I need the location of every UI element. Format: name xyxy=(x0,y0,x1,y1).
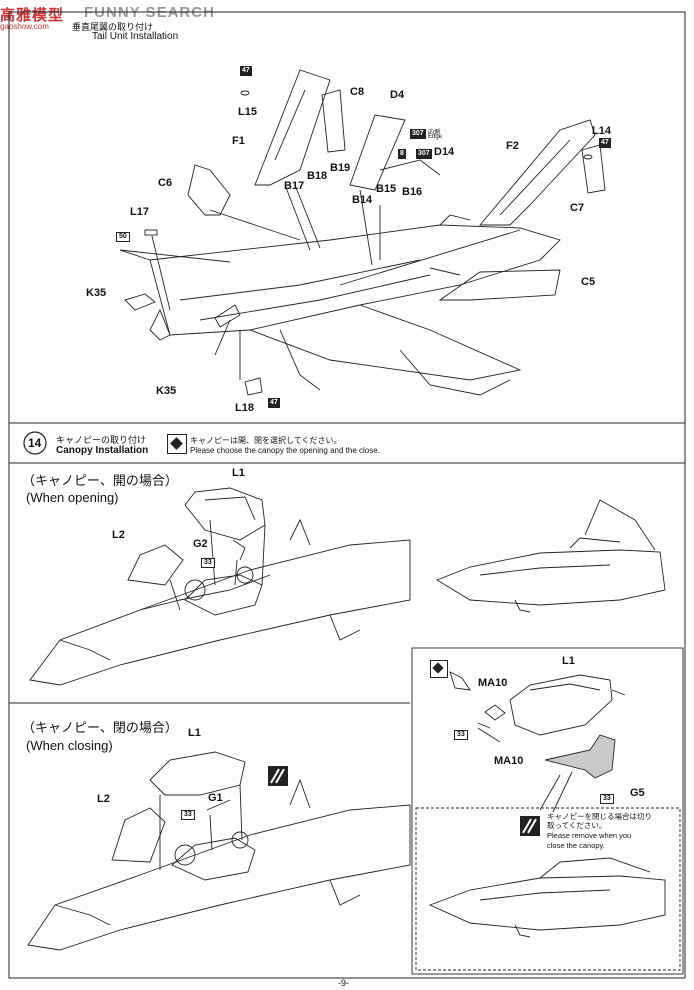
part-B14: B14 xyxy=(352,194,373,206)
cut-icon xyxy=(268,766,288,786)
tag-307-a: 307 xyxy=(410,129,426,139)
tag-47-a: 47 xyxy=(240,66,252,76)
step14-number: 14 xyxy=(28,436,42,450)
part-C6: C6 xyxy=(158,177,173,189)
part-B19: B19 xyxy=(330,162,351,174)
part-K35-a: K35 xyxy=(86,287,107,299)
part-F2: F2 xyxy=(506,140,519,152)
step13-title-en: Tail Unit Installation xyxy=(92,31,179,42)
detail-note-en-1: Please remove when you xyxy=(547,831,632,840)
detail-part-G5: G5 xyxy=(630,787,645,799)
tag-47-c: 47 xyxy=(268,398,280,408)
opening-heading-ja: （キャノピー、開の場合） xyxy=(22,473,178,488)
part-C5: C5 xyxy=(581,276,596,288)
opening-part-L2: L2 xyxy=(112,529,125,541)
step13-title-ja: 垂直尾翼の取り付け xyxy=(72,22,154,32)
detail-part-MA10-b: MA10 xyxy=(494,755,524,767)
closing-part-L2: L2 xyxy=(97,793,110,805)
detail-part-MA10-a: MA10 xyxy=(478,677,508,689)
part-D14: D14 xyxy=(434,146,455,158)
step14-note-en: Please choose the canopy the opening and… xyxy=(190,446,380,455)
part-F1: F1 xyxy=(232,135,245,147)
detail-note-ja: キャノピーを閉じる場合は切り取ってください。 xyxy=(547,812,652,830)
part-L18: L18 xyxy=(235,402,254,414)
part-L15: L15 xyxy=(238,106,257,118)
tag-50: 50 xyxy=(116,232,130,242)
closing-tag-33: 33 xyxy=(181,810,195,820)
closing-heading-ja: （キャノピー、閉の場合） xyxy=(22,720,178,735)
detail-part-L1: L1 xyxy=(562,655,575,667)
part-B18: B18 xyxy=(307,170,328,182)
part-C8: C8 xyxy=(350,86,365,98)
edge-note-ja: 内側 xyxy=(428,130,441,136)
detail-tag-33-b: 33 xyxy=(600,794,614,804)
watermark-url: gaoshow.com xyxy=(0,22,49,31)
edge-note-en: Edge xyxy=(428,134,443,140)
part-L14: L14 xyxy=(592,125,611,137)
step14-title-ja: キャノピーの取り付け xyxy=(56,435,147,445)
cut-icon-detail xyxy=(520,816,540,836)
part-L17: L17 xyxy=(130,206,149,218)
tag-307-b: 307 xyxy=(416,149,432,159)
opening-heading-en: (When opening) xyxy=(26,490,119,505)
closing-part-L1: L1 xyxy=(188,727,201,739)
step14-title-en: Canopy Installation xyxy=(56,445,149,456)
detail-tag-33-a: 33 xyxy=(454,730,468,740)
detail-note-en-2: close the canopy. xyxy=(547,841,605,850)
tag-47-b: 47 xyxy=(599,138,611,148)
part-B17: B17 xyxy=(284,180,305,192)
opening-tag-33: 33 xyxy=(201,558,215,568)
watermark-brand: 高雅模型 xyxy=(0,7,65,24)
closing-heading-en: (When closing) xyxy=(26,738,113,753)
opening-part-G2: G2 xyxy=(193,538,208,550)
page-number: -9- xyxy=(338,978,349,988)
opening-part-L1: L1 xyxy=(232,467,245,479)
part-D4: D4 xyxy=(390,89,405,101)
closing-part-G1: G1 xyxy=(208,792,223,804)
choose-icon-detail xyxy=(430,660,448,678)
tag-8: 8 xyxy=(398,149,406,159)
choose-icon xyxy=(167,434,187,454)
part-B16: B16 xyxy=(402,186,423,198)
part-B15: B15 xyxy=(376,183,397,195)
step14-note-ja: キャノピーは開、閉を選択してください。 xyxy=(190,436,342,445)
part-C7: C7 xyxy=(570,202,585,214)
part-K35-b: K35 xyxy=(156,385,177,397)
